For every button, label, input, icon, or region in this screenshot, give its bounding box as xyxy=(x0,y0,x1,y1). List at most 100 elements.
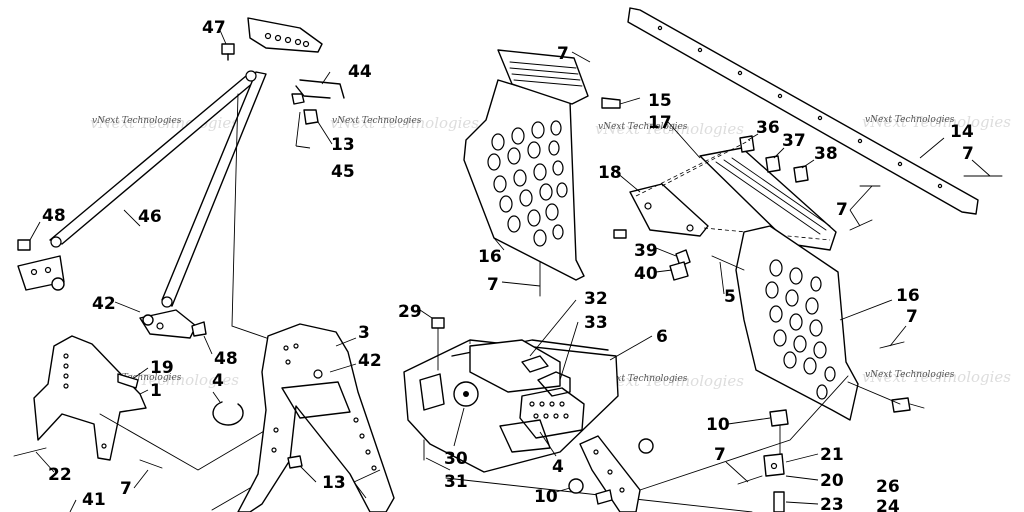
callout-22: 22 xyxy=(48,465,72,485)
callout-4: 4 xyxy=(212,371,224,391)
callout-40: 40 xyxy=(634,264,658,284)
callout-1: 1 xyxy=(150,381,162,401)
callout-46: 46 xyxy=(138,207,162,227)
clip-32 xyxy=(521,355,549,373)
callout-48: 48 xyxy=(214,349,238,369)
bolt-26 xyxy=(891,397,911,413)
watermark-text: vNext Technologies xyxy=(332,116,422,126)
panel-holes xyxy=(765,259,836,400)
callout-47: 47 xyxy=(202,18,226,38)
callout-24: 24 xyxy=(876,497,900,512)
screw-38 xyxy=(793,165,809,183)
callout-10: 10 xyxy=(534,487,558,507)
callout-38: 38 xyxy=(814,144,838,164)
bolt-13 xyxy=(303,109,319,125)
callout-14: 14 xyxy=(950,122,974,142)
bolt-23 xyxy=(773,491,785,512)
fastener-15 xyxy=(601,97,621,109)
latch-18 xyxy=(629,183,709,237)
clip-33 xyxy=(537,371,571,397)
watermark-shadow: vNext Technologies xyxy=(595,372,744,390)
frame-cutout xyxy=(281,381,351,419)
callout-3: 3 xyxy=(358,323,370,343)
nut-10b xyxy=(769,409,789,427)
callout-32: 32 xyxy=(584,289,608,309)
watermark-shadow: vNext Technologies xyxy=(862,368,1011,386)
callout-45: 45 xyxy=(331,162,355,182)
callout-48: 48 xyxy=(42,206,66,226)
guide-line xyxy=(231,93,279,343)
connector-block xyxy=(519,387,585,439)
bolt-29 xyxy=(431,317,445,329)
callout-21: 21 xyxy=(820,445,844,465)
callout-7: 7 xyxy=(836,200,848,220)
callout-7: 7 xyxy=(557,44,569,64)
callout-16: 16 xyxy=(478,247,502,267)
callout-42: 42 xyxy=(358,351,382,371)
strut-rod-lower xyxy=(161,71,267,307)
rivet-7g xyxy=(737,475,763,485)
nut-42a xyxy=(51,277,65,291)
callout-4: 4 xyxy=(552,457,564,477)
bolt-48b xyxy=(191,321,207,337)
main-frame xyxy=(211,323,395,512)
callout-15: 15 xyxy=(648,91,672,111)
clip-44 xyxy=(299,79,345,99)
watermark-shadow: vNext Technologies xyxy=(862,113,1011,131)
bar-14 xyxy=(627,7,979,215)
leader-lines xyxy=(29,27,991,512)
nut-10a xyxy=(638,438,654,454)
callout-18: 18 xyxy=(598,163,622,183)
bolt-47 xyxy=(221,43,235,55)
watermark-shadow: vNext Technologies xyxy=(330,114,479,132)
callout-33: 33 xyxy=(584,313,608,333)
callout-16: 16 xyxy=(896,286,920,306)
bolt-13b xyxy=(287,455,303,469)
lower-right-bracket xyxy=(568,375,849,512)
nut-45 xyxy=(291,93,305,105)
screw-37 xyxy=(765,155,781,173)
watermark-text: vNext Technologies xyxy=(92,116,182,126)
washer-42 xyxy=(142,314,154,326)
side-plate-left xyxy=(13,335,277,471)
callout-7: 7 xyxy=(714,445,726,465)
rivet-7f xyxy=(879,341,905,349)
callout-41: 41 xyxy=(82,490,106,510)
callout-7: 7 xyxy=(962,144,974,164)
clip-small xyxy=(595,489,613,505)
watermark-text: vNext Technologies xyxy=(598,374,688,384)
callout-13: 13 xyxy=(331,135,355,155)
callout-10: 10 xyxy=(706,415,730,435)
nut-10c xyxy=(568,478,584,494)
callout-31: 31 xyxy=(444,472,468,492)
frame-3 xyxy=(237,323,395,512)
bolt-22 xyxy=(13,447,47,457)
guide-line xyxy=(211,487,251,511)
callout-5: 5 xyxy=(724,287,736,307)
strut-assembly xyxy=(17,17,345,343)
watermark-shadow: vNext Technologies xyxy=(595,120,744,138)
rivet-5 xyxy=(711,255,745,271)
callout-7: 7 xyxy=(487,275,499,295)
long-bar xyxy=(627,7,1003,231)
pin-40 xyxy=(669,261,689,281)
callout-29: 29 xyxy=(398,302,422,322)
callout-17: 17 xyxy=(648,113,672,133)
side-plate-1 xyxy=(33,335,147,461)
watermarks: vNext Technologies vNext Technologies vN… xyxy=(90,113,1011,390)
callout-7: 7 xyxy=(906,307,918,327)
right-panel xyxy=(711,225,925,421)
battery-tray xyxy=(403,317,753,512)
rivet-7a xyxy=(139,459,163,469)
callout-26: 26 xyxy=(876,477,900,497)
pin-39 xyxy=(675,249,691,267)
callout-39: 39 xyxy=(634,241,658,261)
callout-6: 6 xyxy=(656,327,668,347)
callout-19: 19 xyxy=(150,358,174,378)
callout-36: 36 xyxy=(756,118,780,138)
spring-19 xyxy=(117,373,139,389)
label-plate xyxy=(499,419,551,453)
watermark-text: vNext Technologies xyxy=(92,373,182,383)
watermark-text: vNext Technologies xyxy=(865,115,955,125)
